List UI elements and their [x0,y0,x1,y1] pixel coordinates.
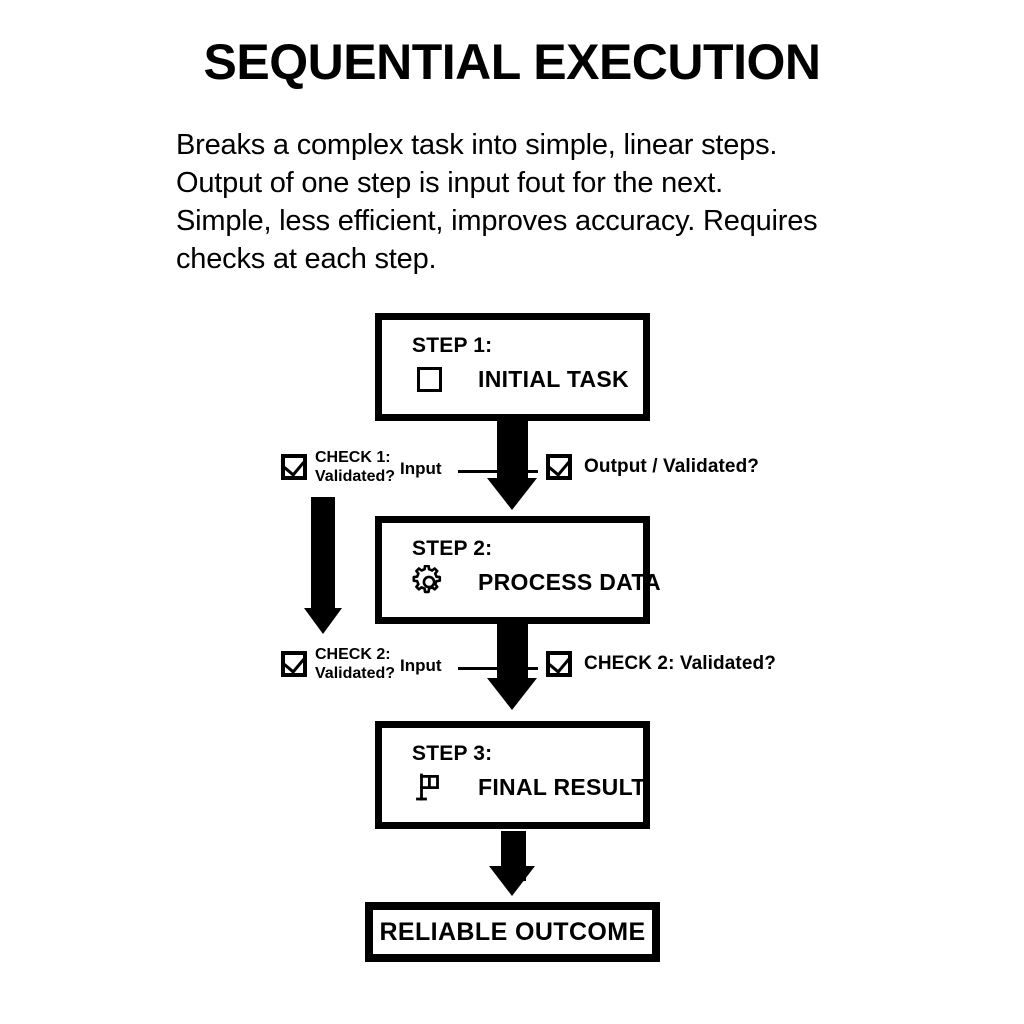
check-1-right[interactable]: Output / Validated? [546,454,759,480]
step-2-label: STEP 2: [412,537,493,560]
step-box-1[interactable]: STEP 1: INITIAL TASK [375,313,650,421]
check-2-right[interactable]: CHECK 2: Validated? [546,651,776,677]
step-2-content: PROCESS DATA [412,565,661,599]
description-line-2: Output of one step is input fout for the… [176,167,723,199]
check-2-left-line1: CHECK 2: [315,646,391,663]
check-2-left[interactable]: CHECK 2: Validated? [281,645,395,683]
description-line-1: Breaks a complex task into simple, linea… [176,129,778,161]
check-1-left-label: CHECK 1: Validated? [315,448,395,486]
checkbox-checked-icon[interactable] [546,651,572,677]
check-2-input-label: Input [400,656,442,675]
check-1-connector-line [458,470,538,473]
empty-square-icon [412,362,446,396]
outcome-label: RELIABLE OUTCOME [379,917,646,946]
check-1-left[interactable]: CHECK 1: Validated? [281,448,395,486]
step-3-content: FINAL RESULT [412,770,645,804]
step-3-name: FINAL RESULT [478,773,646,800]
flag-icon [412,770,446,804]
step-1-content: INITIAL TASK [412,362,629,396]
step-box-3[interactable]: STEP 3: FINAL RESULT [375,721,650,829]
gear-icon [412,565,446,599]
page-title: SEQUENTIAL EXECUTION [203,34,821,90]
checkbox-checked-icon[interactable] [281,651,307,677]
step-2-name: PROCESS DATA [478,568,661,595]
description-line-4: checks at each step. [176,243,437,275]
step-1-label: STEP 1: [412,334,493,357]
step-box-2[interactable]: STEP 2: PROCESS DATA [375,516,661,624]
check-1-left-line1: CHECK 1: [315,449,391,466]
check-1-left-line2: Validated? [315,468,396,485]
step-1-name: INITIAL TASK [478,365,629,392]
check-2-left-line2: Validated? [315,665,396,682]
check-1-right-label: Output / Validated? [584,456,760,477]
checkbox-checked-icon[interactable] [281,454,307,480]
check-row-1: CHECK 1: Validated? Input Output / Valid… [0,448,1024,492]
outcome-box[interactable]: RELIABLE OUTCOME [365,902,660,962]
check-1-input-label: Input [400,459,442,478]
description-line-3: Simple, less efficient, improves accurac… [176,205,818,237]
check-2-connector-line [458,667,538,670]
check-2-right-label: CHECK 2: Validated? [584,653,776,674]
description-paragraph: Breaks a complex task into simple, linea… [176,126,936,278]
check-row-2: CHECK 2: Validated? Input CHECK 2: Valid… [0,645,1024,689]
check-2-left-label: CHECK 2: Validated? [315,645,395,683]
step-3-label: STEP 3: [412,742,493,765]
checkbox-checked-icon[interactable] [546,454,572,480]
